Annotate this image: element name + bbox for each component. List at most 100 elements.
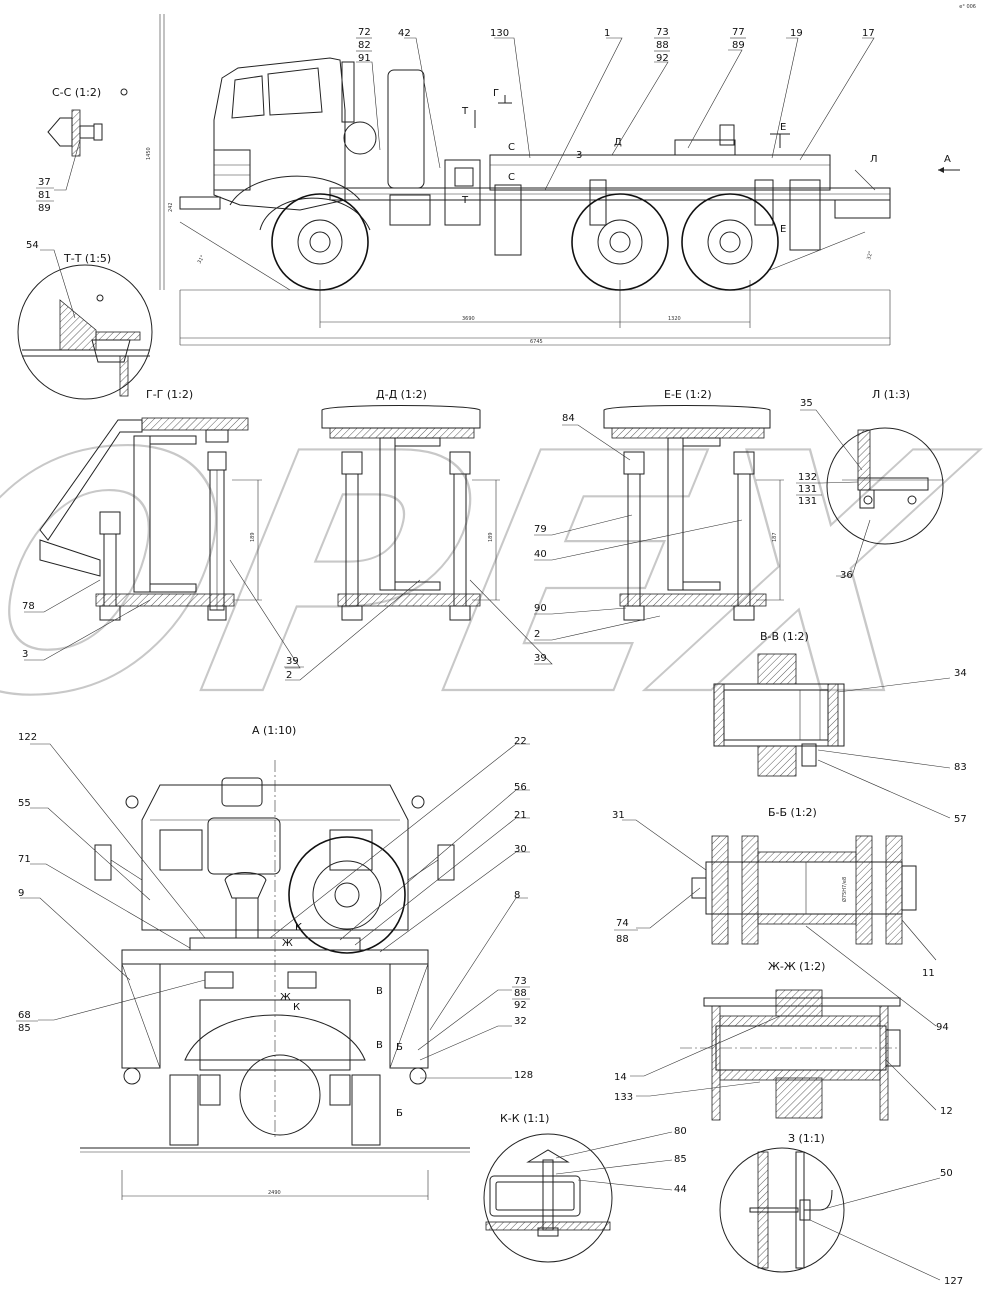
callout-17: 17 — [862, 28, 875, 39]
callout-122: 122 — [18, 732, 37, 743]
section-title-tt: Т-Т (1:5) — [63, 252, 111, 265]
callout-91: 91 — [358, 53, 371, 64]
callout-88: 88 — [616, 934, 629, 945]
callout-132: 132 — [798, 472, 817, 483]
callout-88: 88 — [656, 40, 669, 51]
section-zhzh: Ж-Ж (1:2) 14 133 12 — [614, 960, 953, 1121]
callout-81: 81 — [38, 190, 51, 201]
section-title-dd: Д-Д (1:2) — [376, 388, 427, 401]
dim-angle-32: 32° — [866, 250, 874, 261]
dim-3690: 3690 — [462, 316, 475, 322]
dim-angle-31: 31° — [197, 254, 207, 265]
callout-21: 21 — [514, 810, 527, 821]
callout-89: 89 — [732, 40, 745, 51]
callout-50: 50 — [940, 1168, 953, 1179]
section-title-a: А (1:10) — [252, 724, 296, 737]
section-mark-s: С — [508, 172, 515, 183]
dim-1320: 1320 — [668, 316, 681, 322]
callout-39: 39 — [534, 653, 547, 664]
callout-9: 9 — [18, 888, 24, 899]
callout-35: 35 — [800, 398, 813, 409]
section-kk: К-К (1:1) 80 85 44 — [483, 1112, 687, 1263]
section-tt: Т-Т (1:5) 54 — [17, 240, 153, 400]
section-mark-zh: Ж — [280, 992, 291, 1003]
callout-19: 19 — [790, 28, 803, 39]
dim-242: 242 — [168, 202, 174, 212]
callout-131: 131 — [798, 484, 817, 495]
callout-14: 14 — [614, 1072, 627, 1083]
section-mark-g: Г — [493, 88, 499, 99]
callout-77: 77 — [732, 27, 745, 38]
callout-89: 89 — [38, 203, 51, 214]
callout-3: 3 — [576, 150, 582, 161]
section-title-ee: Е-Е (1:2) — [664, 388, 712, 401]
callout-11: 11 — [922, 968, 935, 979]
dim-2490: 2490 — [268, 1190, 281, 1196]
callout-85: 85 — [674, 1154, 687, 1165]
section-mark-e: Е — [780, 224, 786, 235]
section-dd: Д-Д (1:2) 189 — [321, 388, 500, 621]
section-ee: Е-Е (1:2) 187 84 79 40 90 2 39 — [469, 388, 784, 665]
callout-32: 32 — [514, 1016, 527, 1027]
callout-2: 2 — [534, 629, 540, 640]
callout-56: 56 — [514, 782, 527, 793]
section-bb: Б-Б (1:2) Ø75Н7/е8 31 74 88 11 94 — [612, 806, 949, 1033]
section-vv: 34 83 57 В-В (1:2) — [713, 630, 967, 825]
dim-189: 189 — [488, 532, 494, 542]
callout-31: 31 — [612, 810, 625, 821]
callout-80: 80 — [674, 1126, 687, 1137]
section-cc: С-С (1:2) 37 81 89 — [36, 86, 128, 214]
callout-73: 73 — [514, 976, 527, 987]
callout-55: 55 — [18, 798, 31, 809]
section-mark-s: С — [508, 142, 515, 153]
section-title-kk: К-К (1:1) — [500, 1112, 549, 1125]
callout-54: 54 — [26, 240, 39, 251]
callout-78: 78 — [22, 601, 35, 612]
section-mark-t: Т — [461, 106, 469, 117]
section-title-zhzh: Ж-Ж (1:2) — [768, 960, 825, 973]
callout-8: 8 — [514, 890, 520, 901]
callout-42: 42 — [398, 28, 411, 39]
section-mark-d: Д — [614, 137, 622, 148]
callout-79: 79 — [534, 524, 547, 535]
section-mark-e: Е — [780, 122, 786, 133]
section-mark-k: К — [293, 1002, 300, 1013]
section-title-bb: Б-Б (1:2) — [768, 806, 817, 819]
watermark-text: OPEX — [0, 383, 986, 768]
view-mark-a: А — [944, 154, 951, 165]
callout-130: 130 — [490, 28, 509, 39]
section-mark-t: Т — [461, 195, 469, 206]
callout-85: 85 — [18, 1023, 31, 1034]
callout-12: 12 — [940, 1106, 953, 1117]
callout-22: 22 — [514, 736, 527, 747]
callout-44: 44 — [674, 1184, 687, 1195]
section-title-cc: С-С (1:2) — [52, 86, 101, 99]
dim-187: 187 — [772, 532, 778, 542]
callout-3: 3 — [22, 649, 28, 660]
callout-74: 74 — [616, 918, 629, 929]
side-view-labels: 72 82 91 42 130 1 73 88 92 77 89 19 17 3… — [146, 27, 951, 345]
section-mark-l: Л — [870, 154, 878, 165]
callout-2: 2 — [286, 670, 292, 681]
section-title-l: Л (1:3) — [872, 388, 910, 401]
dim-shaft-fit: Ø75Н7/е8 — [841, 877, 848, 902]
callout-73: 73 — [656, 27, 669, 38]
section-title-z: З (1:1) — [788, 1132, 825, 1145]
middle-wheel — [571, 193, 669, 291]
callout-127: 127 — [944, 1276, 963, 1287]
section-gg: Г-Г (1:2) 189 78 3 39 2 — [22, 388, 421, 681]
section-z: З (1:1) 50 127 — [719, 1132, 963, 1287]
callout-133: 133 — [614, 1092, 633, 1103]
front-wheel — [271, 193, 369, 291]
section-mark-v: В — [376, 986, 383, 997]
section-mark-b: Б — [396, 1108, 403, 1119]
corner-mark: e° 006 — [959, 4, 976, 10]
callout-83: 83 — [954, 762, 967, 773]
callout-128: 128 — [514, 1070, 533, 1081]
callout-72: 72 — [358, 27, 371, 38]
section-mark-k: К — [295, 922, 302, 933]
section-title-vv: В-В (1:2) — [760, 630, 809, 643]
callout-88: 88 — [514, 988, 527, 999]
